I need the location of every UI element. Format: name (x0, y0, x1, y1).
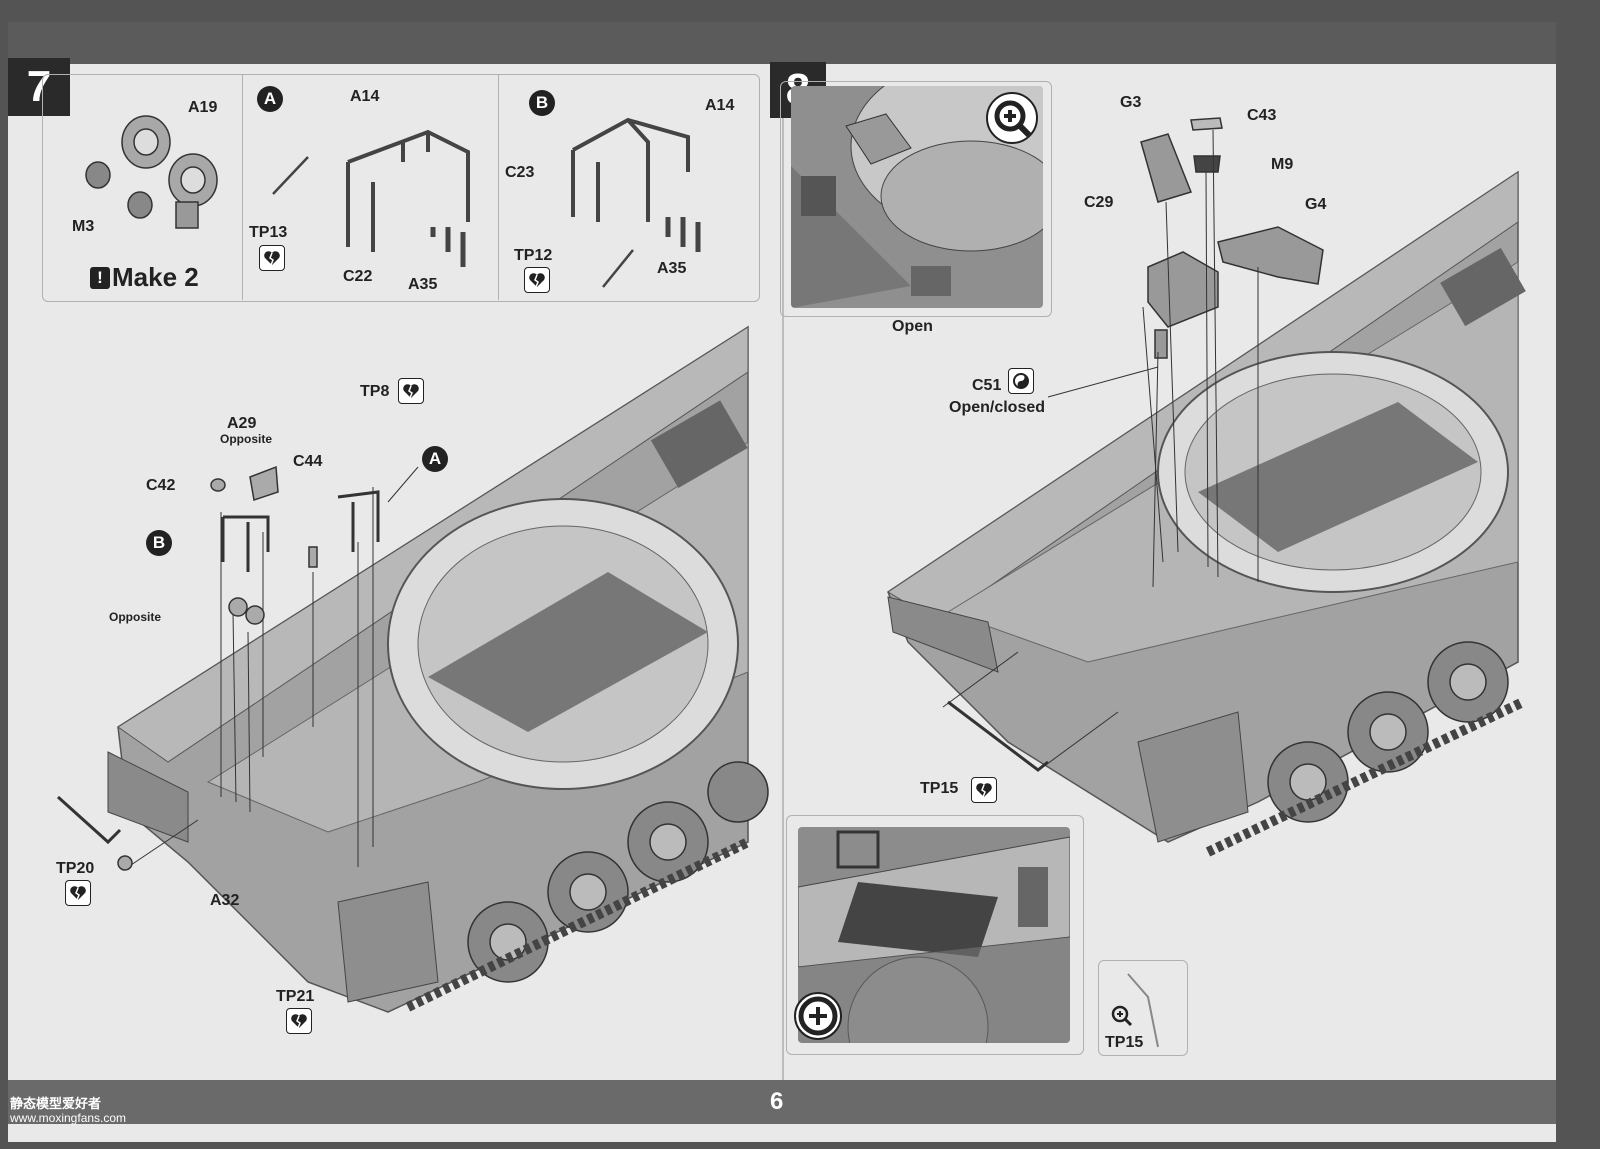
instruction-page: 7 (8, 22, 1556, 1142)
make-note-text: Make 2 (112, 262, 199, 292)
heart-break-icon (65, 880, 91, 906)
label-c51: C51 (972, 377, 1002, 394)
marker-a-main: A (422, 446, 448, 472)
heart-break-icon (971, 777, 997, 803)
magnify-icon (1110, 1004, 1134, 1028)
leader-lines-7 (56, 466, 419, 868)
label-c42: C42 (146, 477, 176, 494)
heart-break-icon (259, 245, 285, 271)
watermark: 静态模型爱好者 www.moxingfans.com (10, 1096, 126, 1126)
heart-break-icon (286, 1008, 312, 1034)
rails-a-drawing (272, 129, 470, 267)
label-tp15: TP15 (920, 780, 959, 797)
step7-art (56, 115, 1526, 1013)
label-tp20: TP20 (56, 860, 95, 877)
label-a14-b: A14 (705, 97, 735, 114)
label-a19: A19 (188, 99, 218, 116)
label-tp12: TP12 (514, 247, 553, 264)
plus-circle-icon (794, 992, 842, 1040)
make-note: ! Make 2 (90, 262, 199, 293)
marker-b-main: B (146, 530, 172, 556)
step7-parts-panel (42, 74, 760, 302)
label-c43: C43 (1247, 107, 1277, 124)
rotate-icon (1008, 368, 1034, 394)
label-g4: G4 (1305, 196, 1327, 213)
step-divider (782, 64, 784, 1080)
watermark-url: www.moxingfans.com (10, 1111, 127, 1125)
label-a35-b: A35 (657, 260, 687, 277)
label-c23: C23 (505, 164, 535, 181)
label-c44: C44 (293, 453, 323, 470)
magnify-icon (986, 92, 1038, 144)
label-opposite-side: Opposite (109, 610, 162, 624)
label-tp8: TP8 (360, 383, 390, 400)
marker-a-step7: A (257, 86, 283, 112)
label-a32: A32 (210, 892, 240, 909)
hull-drawing-8 (887, 170, 1526, 857)
hull-drawing-7 (107, 325, 769, 1013)
label-open-closed: Open/closed (949, 399, 1046, 416)
label-m9: M9 (1271, 156, 1294, 173)
exclamation-icon: ! (90, 266, 110, 289)
label-g3: G3 (1120, 94, 1142, 111)
label-tp13: TP13 (249, 224, 288, 241)
marker-b-step7: B (529, 90, 555, 116)
tp15-detail-panel (1098, 960, 1188, 1056)
page-number: 6 (770, 1088, 784, 1115)
panel-sep-1 (242, 74, 243, 300)
idler-wheels-drawing (85, 115, 218, 229)
inset-detail-panel (786, 815, 1084, 1055)
heart-break-icon (398, 378, 424, 404)
label-tp21: TP21 (276, 988, 315, 1005)
step7-number: 7 (8, 58, 70, 116)
floating-parts-7 (117, 465, 380, 871)
rails-b-drawing (571, 117, 701, 288)
panel-sep-2 (498, 74, 499, 300)
label-a35-a: A35 (408, 276, 438, 293)
inset-open-caption: Open (892, 318, 933, 335)
label-tp15-detail: TP15 (1105, 1034, 1144, 1051)
inset-open-panel (780, 81, 1052, 317)
step8-floating-parts (947, 117, 1324, 772)
top-band (8, 22, 1556, 64)
label-a29: A29 (227, 415, 257, 432)
label-a14-a: A14 (350, 88, 380, 105)
watermark-site-name: 静态模型爱好者 (10, 1096, 102, 1111)
inset-detail-photo (798, 827, 1070, 1043)
label-m3: M3 (72, 218, 95, 235)
bottom-band (8, 1080, 1556, 1124)
label-opposite-top: Opposite (220, 432, 273, 446)
leader-lines-8 (942, 129, 1259, 768)
heart-break-icon (524, 267, 550, 293)
label-c22: C22 (343, 268, 373, 285)
label-c29: C29 (1084, 194, 1114, 211)
